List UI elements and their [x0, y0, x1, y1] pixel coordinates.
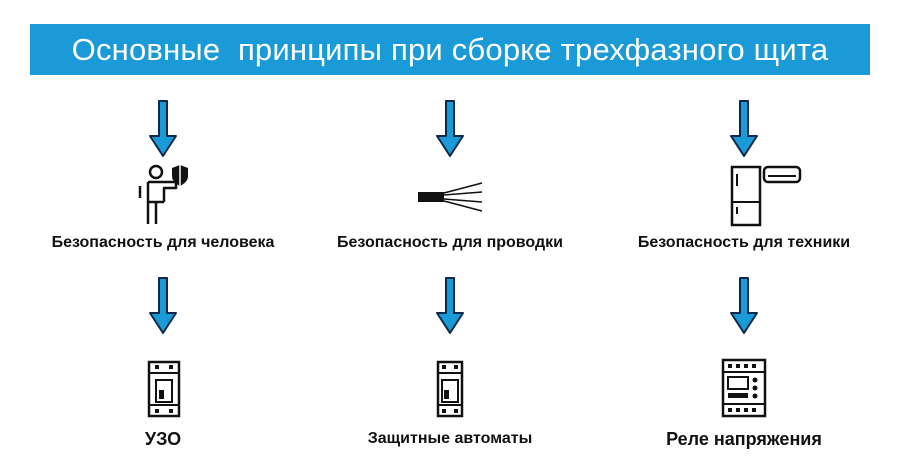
appliances-icon: [730, 165, 802, 227]
arrow-down-icon: [436, 100, 464, 157]
goal-label: Безопасность для человека: [51, 234, 275, 251]
arrow-down-icon: [436, 277, 464, 334]
title-banner: Основные принципы при сборке трехфазного…: [30, 24, 870, 75]
arrow-down-icon: [730, 277, 758, 334]
page-title: Основные принципы при сборке трехфазного…: [71, 31, 829, 67]
circuit-breaker-icon: [436, 360, 464, 418]
column-wiring-safety: Безопасность для проводки Защитные автом…: [300, 0, 600, 476]
column-human-safety: Безопасность для человека УЗО: [13, 0, 313, 476]
arrow-down-icon: [149, 100, 177, 157]
device-label: Реле напряжения: [666, 429, 822, 449]
device-label: УЗО: [144, 429, 182, 449]
device-label: Защитные автоматы: [367, 430, 533, 447]
rcd-device-icon: [147, 360, 181, 418]
column-appliance-safety: Безопасность для техники Реле напряжения: [594, 0, 894, 476]
voltage-relay-icon: [721, 358, 767, 418]
goal-label: Безопасность для проводки: [337, 234, 563, 251]
person-with-shield-icon: [138, 164, 188, 224]
goal-label: Безопасность для техники: [637, 234, 851, 251]
cable-wires-icon: [418, 182, 483, 212]
arrow-down-icon: [730, 100, 758, 157]
arrow-down-icon: [149, 277, 177, 334]
